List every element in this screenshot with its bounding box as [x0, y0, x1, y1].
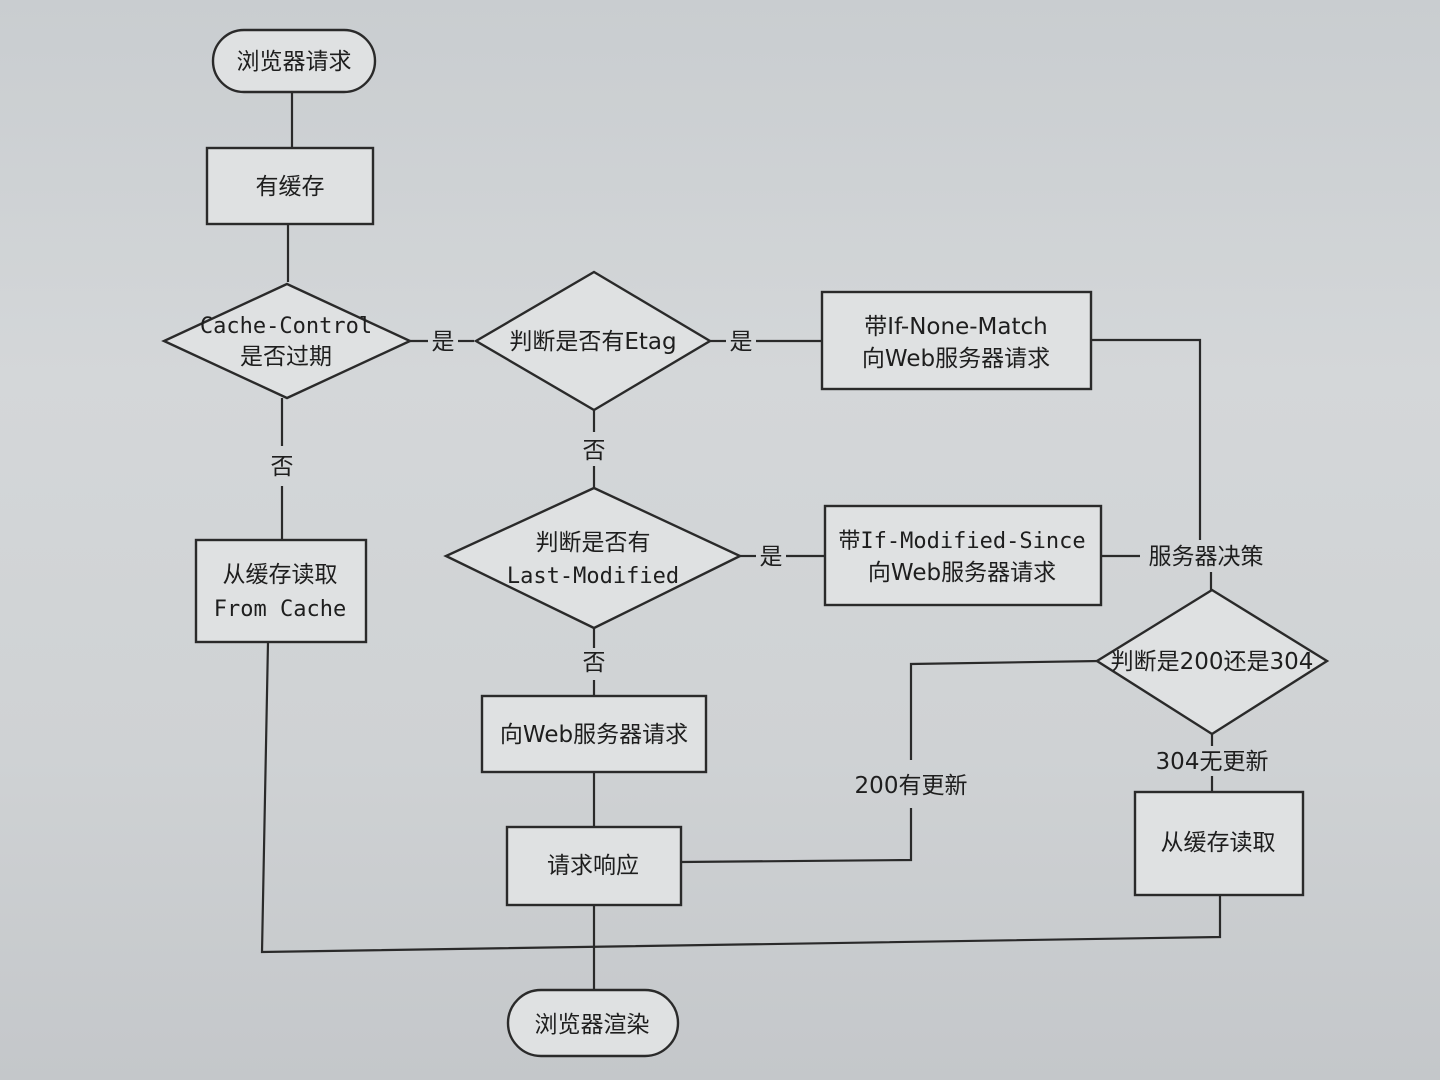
etag-label: 判断是否有Etag: [509, 329, 676, 355]
has-cache-label: 有缓存: [256, 174, 325, 200]
if-none-match-label-1: 带If-None-Match: [864, 314, 1047, 340]
if-modified-since-label-1: 带If-Modified-Since: [838, 529, 1085, 554]
edge-200-to-response: [680, 808, 913, 864]
edge-label-304: 304无更新: [1156, 749, 1269, 775]
if-modified-since-box: 带If-Modified-Since 向Web服务器请求: [823, 504, 1103, 607]
start-label: 浏览器请求: [237, 49, 352, 75]
edge-label-no-1: 否: [271, 454, 294, 480]
read-cache-label-1: 从缓存读取: [223, 562, 338, 588]
cache-control-label-1: Cache-Control: [200, 314, 372, 339]
read-from-cache-box: 从缓存读取 From Cache: [194, 538, 368, 644]
response-label: 请求响应: [547, 853, 639, 879]
render-label: 浏览器渲染: [535, 1012, 650, 1038]
cache-control-label-2: 是否过期: [240, 344, 332, 370]
edge-label-200: 200有更新: [855, 773, 968, 799]
edge-label-yes-1: 是: [432, 329, 455, 355]
web-request-label: 向Web服务器请求: [500, 722, 688, 748]
edge-label-no-3: 否: [583, 650, 606, 676]
edge-label-no-2: 否: [583, 438, 606, 464]
last-modified-decision: 判断是否有 Last-Modified: [443, 486, 743, 630]
render-terminal: 浏览器渲染: [506, 988, 680, 1058]
last-modified-label-2: Last-Modified: [507, 564, 679, 589]
edge-cache-paths-to-render: [260, 641, 1222, 954]
has-cache-box: 有缓存: [205, 146, 375, 226]
start-terminal: 浏览器请求: [211, 28, 377, 94]
edge-label-yes-3: 是: [760, 544, 783, 570]
if-none-match-box: 带If-None-Match 向Web服务器请求: [820, 290, 1093, 391]
if-none-match-label-2: 向Web服务器请求: [862, 346, 1050, 372]
if-modified-since-label-2: 向Web服务器请求: [868, 560, 1056, 586]
read-cache-304-label: 从缓存读取: [1161, 830, 1276, 856]
web-request-box: 向Web服务器请求: [480, 694, 708, 774]
edge-if-none-match-to-server: [1091, 338, 1202, 540]
etag-decision: 判断是否有Etag: [473, 270, 713, 412]
status-decision: 判断是200还是304: [1094, 588, 1330, 736]
last-modified-label-1: 判断是否有: [536, 530, 651, 556]
cache-control-decision: Cache-Control 是否过期: [161, 282, 413, 400]
server-decision-label: 服务器决策: [1149, 544, 1264, 570]
edge-status-to-200: [909, 659, 1101, 760]
read-cache-304-box: 从缓存读取: [1133, 790, 1305, 897]
read-cache-label-2: From Cache: [214, 597, 346, 622]
edge-label-yes-2: 是: [730, 329, 753, 355]
response-box: 请求响应: [505, 825, 683, 907]
status-decision-label: 判断是200还是304: [1111, 649, 1314, 675]
